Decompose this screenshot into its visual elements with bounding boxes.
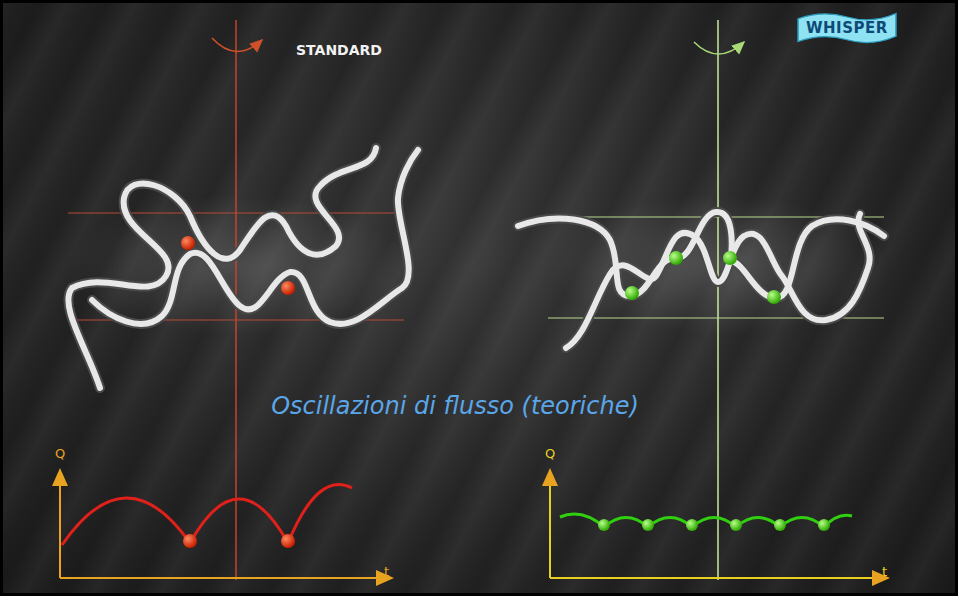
axis-label: t [384, 564, 389, 579]
axis-label: t [882, 564, 887, 579]
axis-label: Q [55, 446, 65, 461]
logo-text: WHISPER [806, 19, 888, 37]
header-label: STANDARD [296, 42, 382, 58]
axis-label: Q [545, 446, 555, 461]
caption-text: Oscillazioni di flusso (teoriche) [271, 392, 639, 420]
logo-banner: WHISPER [796, 10, 898, 45]
